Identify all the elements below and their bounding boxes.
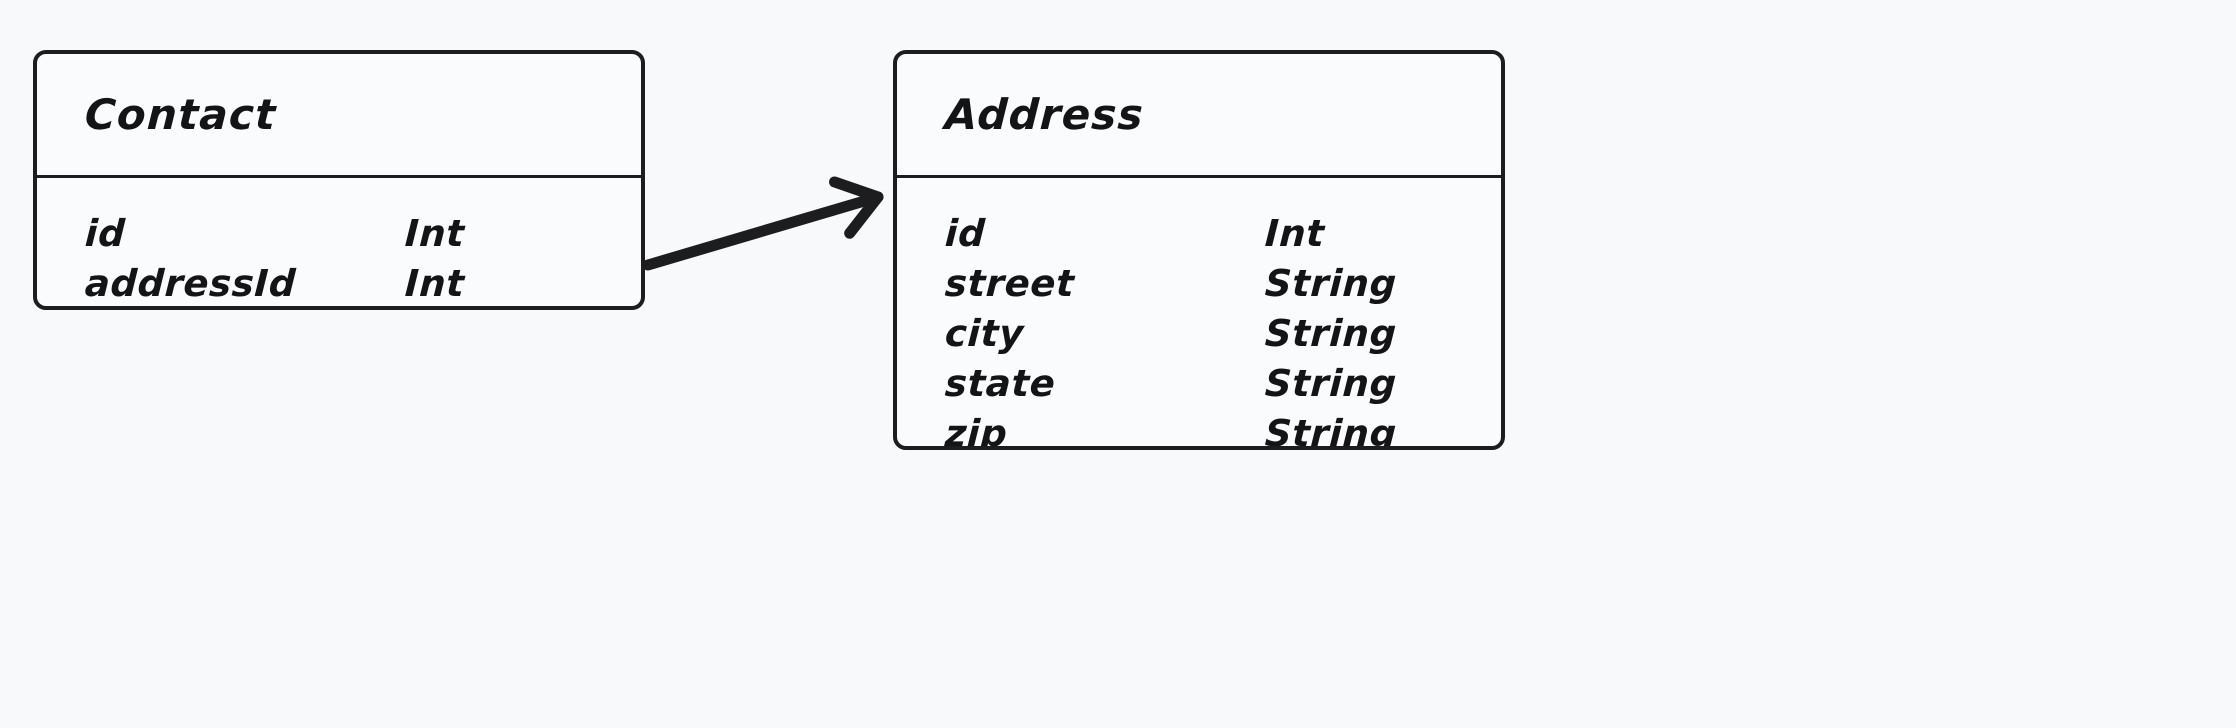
field-row[interactable]: id Int (897, 208, 1501, 258)
field-row[interactable]: addressId Int (37, 258, 641, 306)
field-name: addressId (83, 261, 298, 305)
field-type: String (1263, 311, 1398, 355)
field-name: id (943, 211, 987, 255)
field-type: Int (403, 211, 466, 255)
entity-card-address[interactable]: Address id Int street String city String… (893, 50, 1505, 450)
field-row[interactable]: state String (897, 358, 1501, 408)
entity-title-contact: Contact (83, 89, 278, 139)
field-type: String (1263, 361, 1398, 405)
relationship-arrow-head-icon (829, 176, 884, 239)
field-row[interactable]: street String (897, 258, 1501, 308)
entity-fields-contact: id Int addressId Int (37, 178, 641, 306)
entity-title-address: Address (943, 89, 1146, 139)
field-row[interactable]: id Int (37, 208, 641, 258)
entity-card-contact[interactable]: Contact id Int addressId Int (33, 50, 645, 310)
field-type: String (1263, 411, 1398, 450)
relationship-arrow-line (642, 191, 884, 271)
field-name: street (943, 261, 1076, 305)
entity-header-address: Address (897, 54, 1501, 178)
relationship-arrow-contact-to-address[interactable] (642, 176, 884, 271)
field-row[interactable]: zip String (897, 408, 1501, 450)
field-name: id (83, 211, 127, 255)
field-name: zip (943, 411, 1009, 450)
field-type: String (1263, 261, 1398, 305)
field-name: city (943, 311, 1025, 355)
field-name: state (943, 361, 1057, 405)
entity-fields-address: id Int street String city String state S… (897, 178, 1501, 450)
entity-header-contact: Contact (37, 54, 641, 178)
field-type: Int (403, 261, 466, 305)
field-type: Int (1263, 211, 1326, 255)
field-row[interactable]: city String (897, 308, 1501, 358)
